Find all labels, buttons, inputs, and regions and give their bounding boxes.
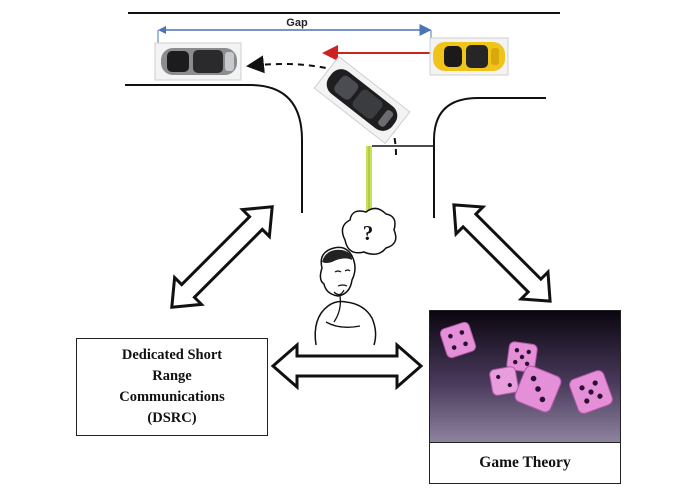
person-body [314,300,377,346]
turning-path-arrow [246,55,397,156]
double-arrow-road-dsrc [170,205,274,309]
die-5 [569,370,613,414]
double-arrow-dsrc-game-theory [270,341,424,391]
dsrc-box: Dedicated Short Range Communications (DS… [76,338,268,436]
die-2 [506,341,538,373]
gap-arrow-left-head [158,26,166,34]
road-left-corner [125,84,303,213]
gap-label: Gap [286,17,308,29]
dsrc-label: Dedicated Short Range Communications (DS… [119,347,225,426]
game-theory-label: Game Theory [479,454,571,471]
person-hair [322,249,352,263]
game-theory-image [430,311,620,443]
question-mark: ? [363,221,374,245]
die-3 [489,366,519,396]
yellow-car [429,37,509,76]
die-4 [514,365,562,413]
game-theory-box: Game Theory [429,310,621,484]
grey-car [154,42,242,81]
road-diagram [125,12,560,218]
turning-car [313,55,411,145]
road-right-corner [433,97,546,218]
game-theory-label-box: Game Theory [430,442,620,483]
die-1 [439,321,477,359]
thinking-person: ? [314,207,397,346]
gap-indicator: Gap [157,17,432,44]
thought-bubble [341,207,397,255]
double-arrow-road-game-theory [452,203,552,303]
